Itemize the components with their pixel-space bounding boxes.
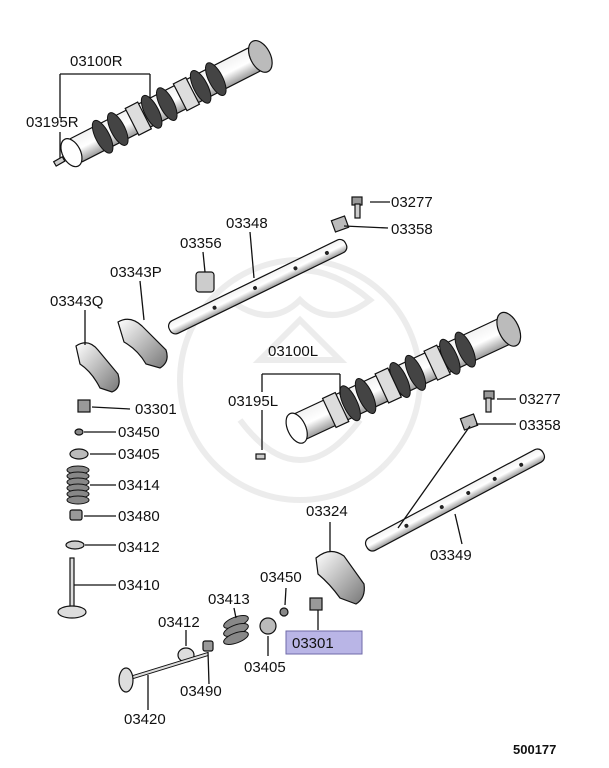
stem-seal-right xyxy=(202,640,214,652)
part-label-03412-right[interactable]: 03412 xyxy=(158,614,200,631)
clip-03356 xyxy=(195,271,215,293)
rocker-arm-03324 xyxy=(315,550,365,605)
spring-left xyxy=(66,465,90,505)
spring-right xyxy=(223,615,249,645)
part-label-03343Q[interactable]: 03343Q xyxy=(50,293,103,310)
part-label-03277-lower[interactable]: 03277 xyxy=(519,391,561,408)
rocker-arm-q xyxy=(75,342,120,393)
part-label-03480[interactable]: 03480 xyxy=(118,508,160,525)
part-label-03277-top[interactable]: 03277 xyxy=(391,194,433,211)
washer-lower xyxy=(459,413,479,431)
rocker-arm-p xyxy=(117,318,168,369)
stem-seal-left xyxy=(69,509,83,521)
part-label-03356[interactable]: 03356 xyxy=(180,235,222,252)
seal-left xyxy=(74,428,84,436)
part-label-03358-top[interactable]: 03358 xyxy=(391,221,433,238)
part-label-03412-left[interactable]: 03412 xyxy=(118,539,160,556)
part-label-03358-lower[interactable]: 03358 xyxy=(519,417,561,434)
part-label-03343P[interactable]: 03343P xyxy=(110,264,162,281)
part-label-03324[interactable]: 03324 xyxy=(306,503,348,520)
valve-left xyxy=(57,557,87,619)
part-label-03100L[interactable]: 03100L xyxy=(268,343,318,360)
rocker-shaft-upper xyxy=(167,238,348,335)
part-label-03420[interactable]: 03420 xyxy=(124,711,166,728)
seat-left xyxy=(65,540,85,550)
part-labels: 03100R 03195R 03277 03358 03348 03356 03… xyxy=(26,53,561,757)
camshaft-l xyxy=(285,311,522,444)
part-label-03100R[interactable]: 03100R xyxy=(70,53,123,70)
pin-l xyxy=(255,453,266,460)
bolt-top xyxy=(351,196,363,219)
part-label-03195L[interactable]: 03195L xyxy=(228,393,278,410)
part-label-03301-right[interactable]: 03301 xyxy=(292,635,334,652)
adjuster-right xyxy=(309,597,323,611)
adjuster-left xyxy=(77,399,91,413)
retainer-right xyxy=(259,617,277,635)
part-label-03450-left[interactable]: 03450 xyxy=(118,424,160,441)
part-label-03405-right[interactable]: 03405 xyxy=(244,659,286,676)
part-label-03413[interactable]: 03413 xyxy=(208,591,250,608)
part-label-03348[interactable]: 03348 xyxy=(226,215,268,232)
highlight-box xyxy=(285,630,363,655)
rocker-shaft-lower xyxy=(364,448,546,552)
seal-right xyxy=(279,607,289,617)
bolt-lower xyxy=(483,390,495,413)
retainer-left xyxy=(69,448,89,460)
valve-right xyxy=(118,652,209,693)
part-label-03414[interactable]: 03414 xyxy=(118,477,160,494)
part-label-03349[interactable]: 03349 xyxy=(430,547,472,564)
part-label-03490[interactable]: 03490 xyxy=(180,683,222,700)
part-label-03301-left[interactable]: 03301 xyxy=(135,401,177,418)
leader-lines xyxy=(59,73,516,710)
pin-r xyxy=(52,155,66,167)
washer-top xyxy=(330,215,350,233)
part-label-03195R[interactable]: 03195R xyxy=(26,114,79,131)
part-label-03405-left[interactable]: 03405 xyxy=(118,446,160,463)
part-label-03410[interactable]: 03410 xyxy=(118,577,160,594)
figure-number: 500177 xyxy=(513,742,556,757)
part-label-03450-right[interactable]: 03450 xyxy=(260,569,302,586)
camshaft-r xyxy=(60,40,273,168)
